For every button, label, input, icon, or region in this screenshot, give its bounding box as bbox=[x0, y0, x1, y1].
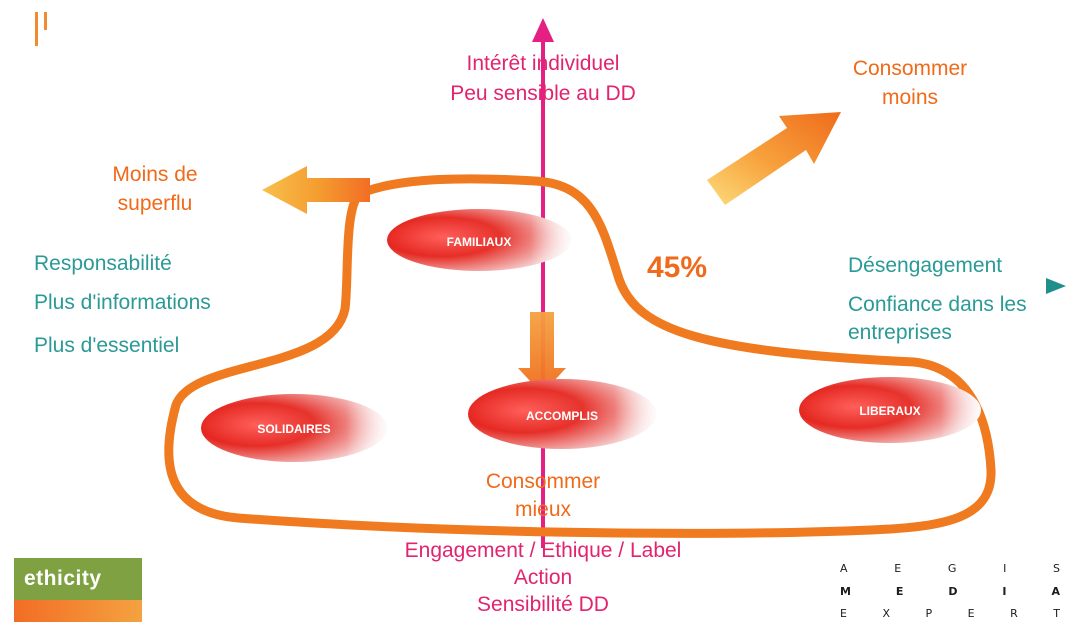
moins-superflu-label-line-1: Moins de bbox=[112, 163, 197, 186]
moins-superflu-arrow bbox=[262, 166, 370, 214]
horizontal-axis-arrowhead bbox=[1046, 278, 1066, 294]
aegis-letter-1: A bbox=[840, 562, 848, 575]
aegis-letter-5: S bbox=[1053, 562, 1060, 575]
expert-letter-1: E bbox=[840, 607, 847, 620]
right-axis-label-line-1: Désengagement bbox=[848, 254, 1002, 277]
top-axis-label-line-2: Peu sensible au DD bbox=[450, 82, 636, 105]
moins-superflu-label-line-2: superflu bbox=[118, 192, 193, 215]
aegis-letter-2: E bbox=[894, 562, 902, 575]
media-letter-4: I bbox=[1002, 585, 1007, 598]
consommer-mieux-arrow bbox=[518, 312, 566, 394]
left-axis-label-line-1: Responsabilité bbox=[34, 252, 172, 275]
media-letter-3: D bbox=[948, 585, 958, 598]
group-percentage: 45% bbox=[647, 251, 707, 284]
media-letter-1: M bbox=[840, 585, 851, 598]
slide-accent-mark-secondary bbox=[44, 12, 47, 30]
consommer-moins-label-line-1: Consommer bbox=[853, 57, 967, 80]
expert-letter-2: X bbox=[882, 607, 890, 620]
segment-liberaux-label: LIBERAUX bbox=[859, 404, 920, 418]
slide-accent-mark bbox=[35, 12, 38, 46]
aegis-letter-4: I bbox=[1003, 562, 1007, 575]
left-axis-label-line-3: Plus d'essentiel bbox=[34, 334, 179, 357]
segment-accomplis: ACCOMPLIS bbox=[468, 379, 656, 449]
aegis-letter-3: G bbox=[947, 562, 957, 575]
aegis-media-expert-logo: A E G I S M E D I A E X P E R T bbox=[840, 562, 1072, 622]
bottom-axis-label-line-2: Action bbox=[514, 566, 572, 589]
bottom-axis-label-line-1: Engagement / Ethique / Label bbox=[405, 539, 682, 562]
vertical-axis-arrowhead bbox=[532, 18, 554, 42]
segment-solidaires-label: SOLIDAIRES bbox=[257, 422, 330, 436]
expert-letter-6: T bbox=[1053, 607, 1060, 620]
segment-accomplis-label: ACCOMPLIS bbox=[526, 409, 598, 423]
ethicity-logo-text: ethicity bbox=[24, 567, 102, 590]
consommer-moins-arrow bbox=[707, 112, 841, 205]
media-letter-5: A bbox=[1051, 585, 1060, 598]
consommer-moins-label-line-2: moins bbox=[882, 86, 938, 109]
media-letter-2: E bbox=[895, 585, 904, 598]
expert-letter-3: P bbox=[925, 607, 933, 620]
segment-liberaux: LIBERAUX bbox=[799, 377, 981, 443]
segment-group-outline bbox=[164, 174, 996, 538]
expert-letter-4: E bbox=[967, 607, 975, 620]
consommer-mieux-label-line-1: Consommer bbox=[486, 470, 600, 493]
segment-solidaires: SOLIDAIRES bbox=[201, 394, 387, 462]
bottom-axis-label-line-3: Sensibilité DD bbox=[477, 593, 609, 616]
top-axis-label-line-1: Intérêt individuel bbox=[467, 52, 620, 75]
media-logo-row: M E D I A bbox=[840, 585, 1060, 598]
segment-familiaux-label: FAMILIAUX bbox=[447, 235, 512, 249]
expert-logo-row: E X P E R T bbox=[840, 607, 1060, 620]
right-axis-label-line-3: entreprises bbox=[848, 321, 952, 344]
left-axis-label-line-2: Plus d'informations bbox=[34, 291, 211, 314]
aegis-logo-row: A E G I S bbox=[840, 562, 1060, 575]
consommer-mieux-label-line-2: mieux bbox=[515, 498, 572, 521]
expert-letter-5: R bbox=[1010, 607, 1018, 620]
ethicity-logo: ethicity bbox=[14, 558, 142, 622]
segment-familiaux: FAMILIAUX bbox=[387, 209, 571, 271]
right-axis-label-line-2: Confiance dans les bbox=[848, 293, 1027, 316]
